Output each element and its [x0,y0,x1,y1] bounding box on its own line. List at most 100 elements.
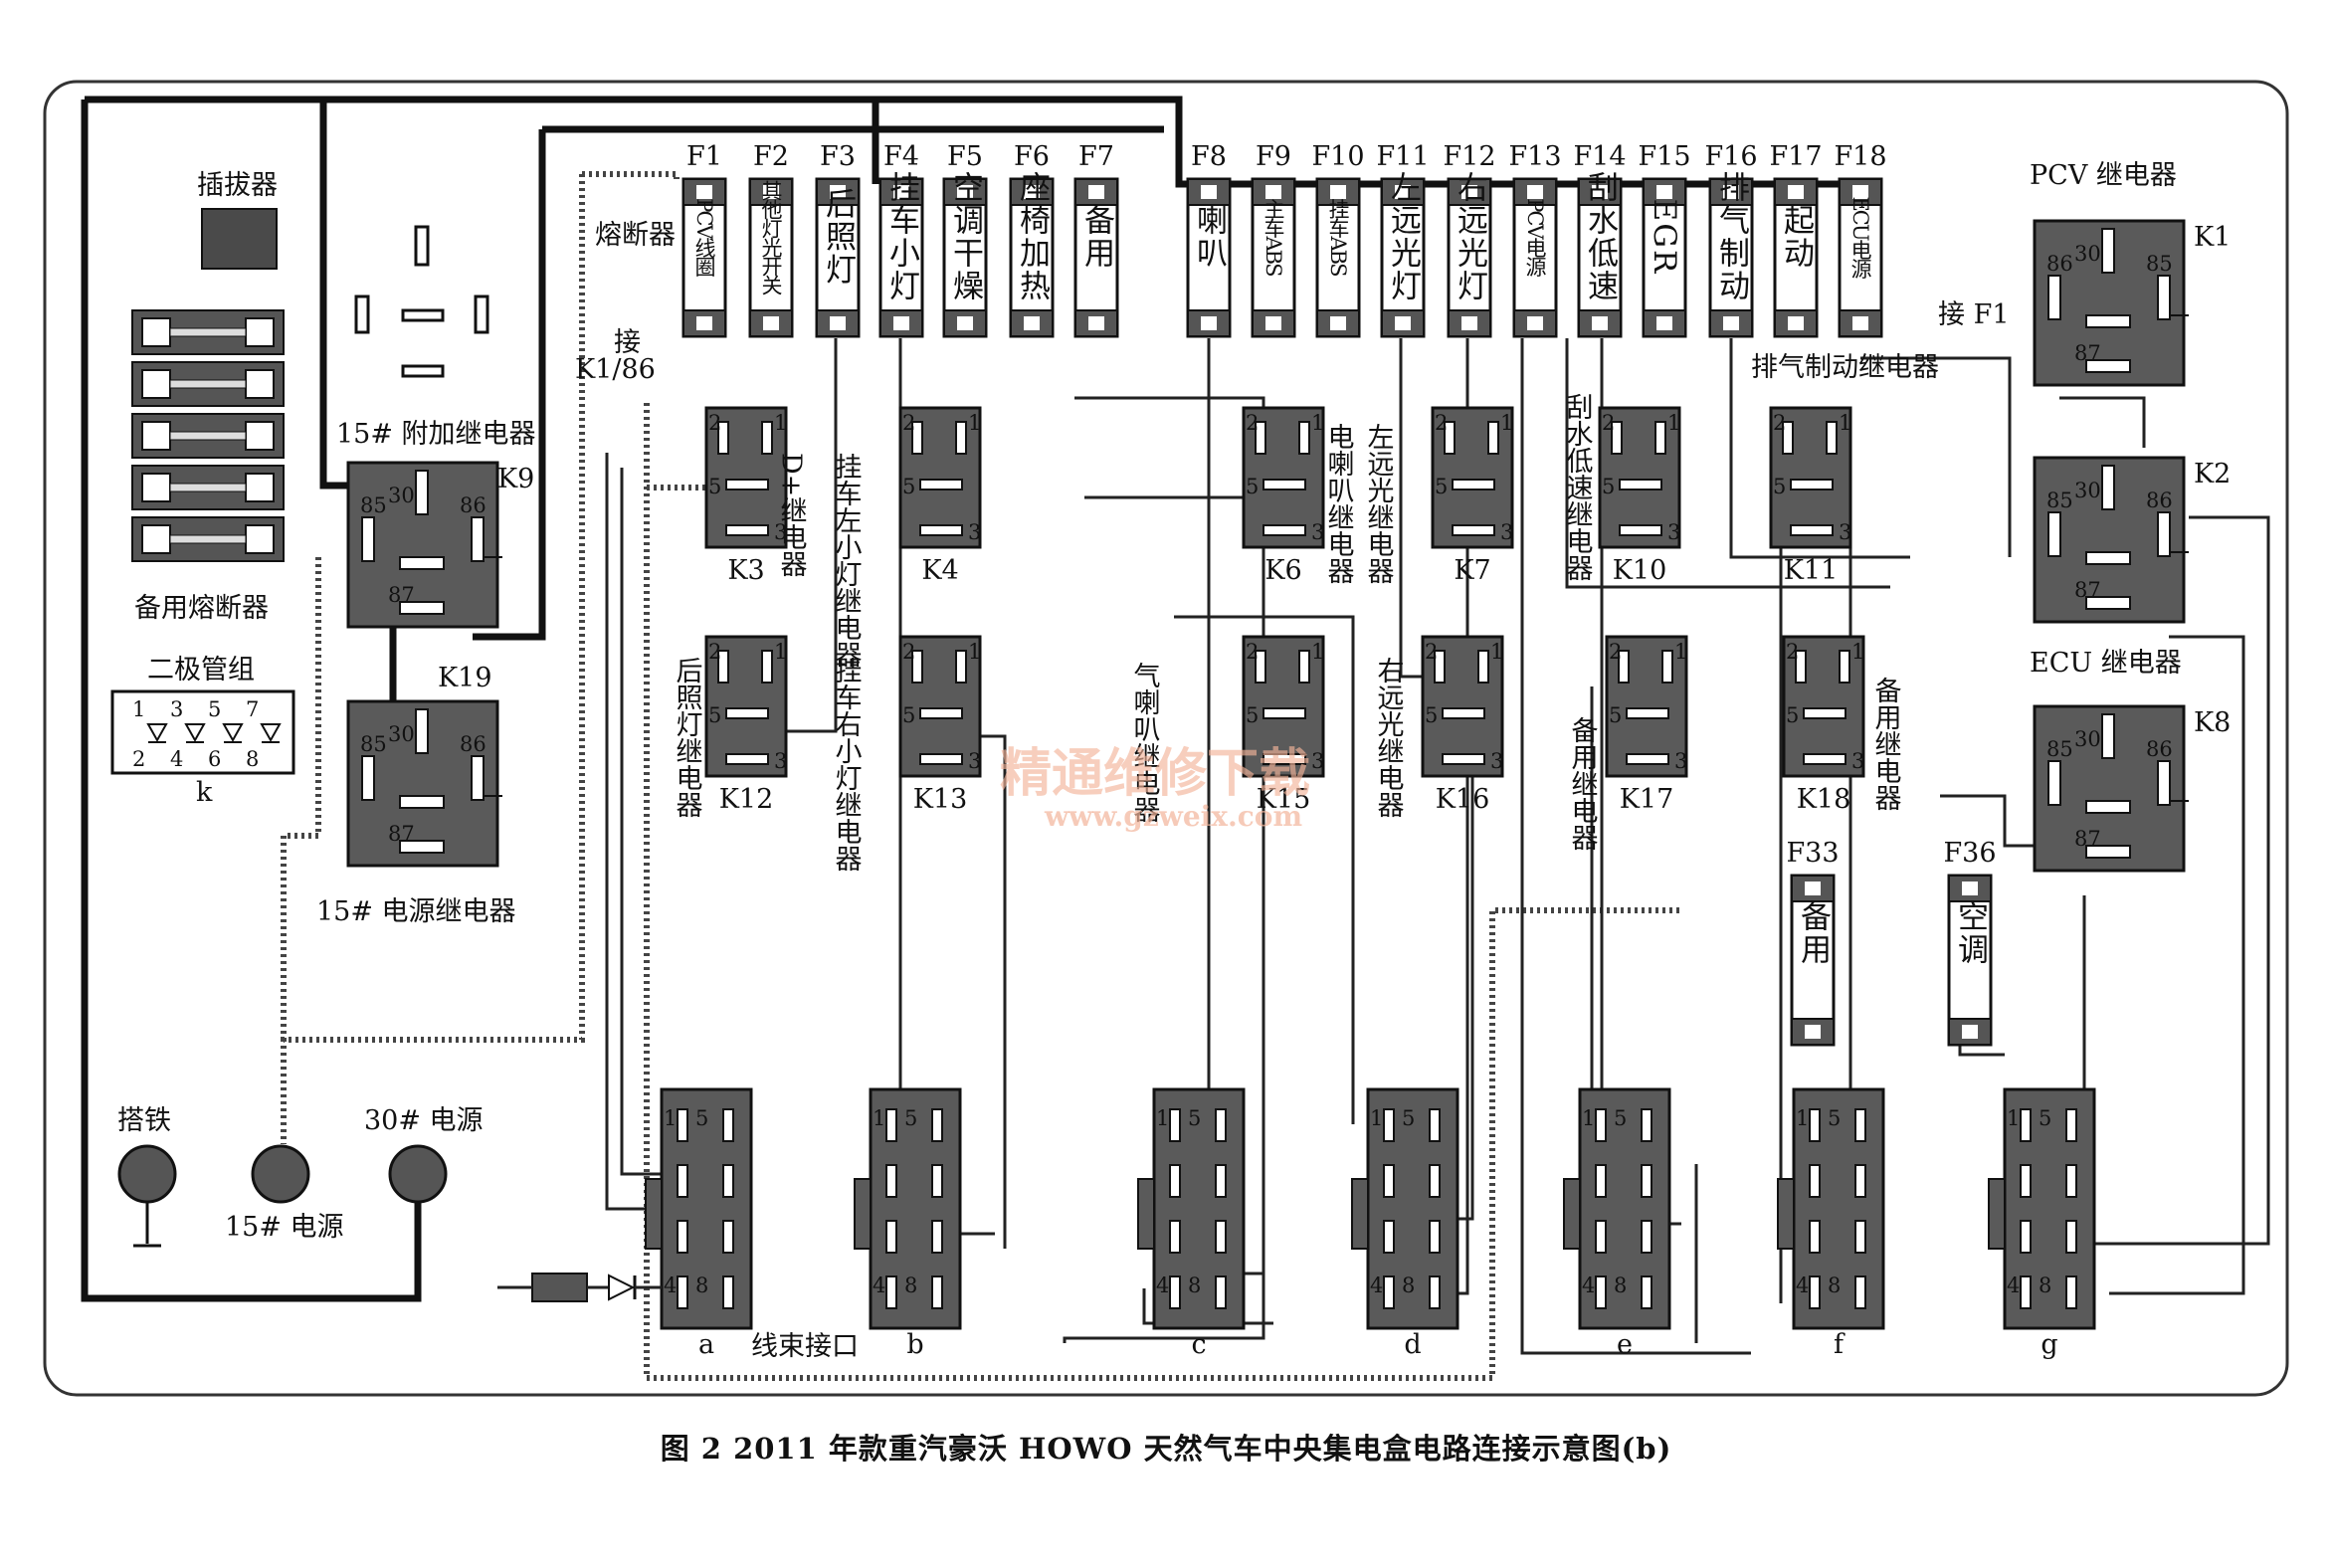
relay-pin-label: 3 [1851,749,1864,773]
connector-pin-label: 5 [1188,1106,1201,1130]
fuse-desc: 挂车ABS [1326,199,1350,277]
fuse-desc: ECU电源 [1848,196,1872,280]
connector-pin-label: 4 [1796,1274,1809,1297]
to-k1-label-b: K1/86 [575,354,656,385]
connector-pin-label: 4 [664,1274,677,1297]
fuse-row: F1PCV线圈F2其他灯光开关F3后照灯F4挂车小灯F5空调干燥F6座椅加热F7… [681,141,1997,1047]
fuse-id-label: F10 [1311,141,1364,172]
connector-pin-label: 1 [1156,1106,1169,1130]
fuse-desc: PCV线圈 [692,198,716,278]
relay-id-label: K19 [438,663,492,693]
spare-fuse-slot [131,465,285,510]
fuse-desc: 备用 [1795,900,1832,966]
spare-fuse-rack [131,309,285,562]
relay-desc: 后照灯继电器 [672,657,703,818]
relay-pin-label: 3 [1500,520,1513,544]
spare-fuse-slot [131,309,285,355]
fuse-desc: 主车ABS [1262,199,1285,277]
relay-desc: 备用继电器 [1567,716,1599,851]
diode-k-label: k [196,777,213,808]
diode-pin-label: 3 [170,697,183,721]
fuse-id-label: F18 [1834,141,1886,172]
connector-id-label: a [698,1329,714,1360]
connector-pin-label: 4 [873,1274,885,1297]
dotted-wires [281,171,1681,1381]
fuse-desc: PCV电源 [1523,198,1547,278]
relay-pin-label: 3 [1667,520,1680,544]
relay-pin-label: 3 [1839,520,1851,544]
watermark-url: www.gzweix.com [1044,800,1302,833]
relay-desc: 气喇叭继电器 [1129,662,1161,823]
fuse-desc: EGR [1647,199,1682,276]
relay-pin-label: 86 [2046,252,2073,276]
relay-pin-label: 2 [1773,411,1786,435]
relay-pin-label: 2 [1602,411,1615,435]
diode-pin-label: 1 [132,697,145,721]
connector-pin-label: 1 [2007,1106,2020,1130]
fuse-desc: 排气制动 [1713,171,1750,302]
diode-pin-label: 8 [246,747,259,771]
fuse-desc: 右远光灯 [1452,171,1488,302]
fuse-desc: 左远光灯 [1385,171,1422,302]
ground-label: 搭铁 [117,1105,171,1136]
relay-pin-label: 2 [708,640,721,664]
relay-pin-label: 86 [2146,489,2173,512]
connector-pin-label: 4 [1156,1274,1169,1297]
relay-id-label: K8 [2194,707,2231,738]
relay-pin-label: 3 [774,520,787,544]
connector-pin-label: 5 [695,1106,708,1130]
relay-pin-label: 87 [388,822,415,846]
relay-pin-label: 1 [1674,640,1687,664]
relay-pin-label: 1 [1490,640,1503,664]
relay-pin-label: 2 [902,411,915,435]
connector-id-label: b [906,1329,923,1360]
relay-id-label: K4 [921,555,958,586]
relay-pin-label: 1 [1851,640,1864,664]
fuse-desc: 座椅加热 [1014,171,1051,302]
relay-desc: 挂车左小灯继电器 [831,453,863,668]
relay-id-label: K18 [1797,784,1851,815]
fuse-id-label: F7 [1078,141,1114,172]
harness-label: 线束接口 [751,1331,859,1362]
spare-fuse-slot [131,413,285,459]
relay-desc: 电喇叭继电器 [1323,423,1355,584]
relay-desc: 挂车右小灯继电器 [831,657,863,872]
relay-pin-label: 1 [1311,640,1324,664]
relay-pin-label: 1 [774,640,787,664]
fuse-desc: 后照灯 [820,188,857,287]
relay-desc: D+继电器 [776,453,808,577]
relay-pin-label: 3 [968,749,981,773]
relay-pin-label: 85 [2046,737,2073,761]
exhaust-relay-label: 排气制动继电器 [1751,352,1939,383]
fuse-id-label: F11 [1376,141,1429,172]
fuse-desc: 其他灯光开关 [759,180,783,295]
relay-pin-label: 86 [2146,737,2173,761]
relay-pin-label: 5 [708,475,721,498]
relay-pin-label: 1 [774,411,787,435]
fuse-id-label: F12 [1443,141,1495,172]
connector-id-label: c [1191,1329,1206,1360]
relay-pin-label: 3 [1311,749,1324,773]
aux15-relay-label: 15# 附加继电器 [336,419,536,450]
watermark-cn: 精通维修下载 [1000,743,1310,804]
to-k1-label-a: 接 [614,327,641,358]
fuse-id-label: F1 [686,141,722,172]
